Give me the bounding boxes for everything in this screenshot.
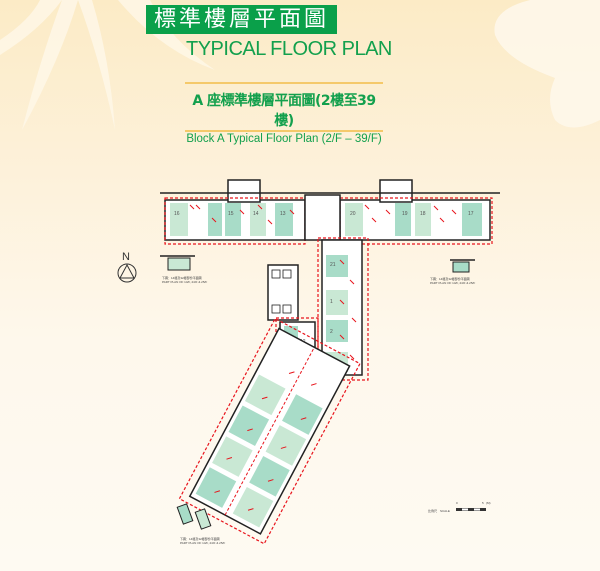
svg-text:比例尺: 比例尺 [428, 508, 437, 513]
part-plan-right: 下圖：14樓及32樓部份平面圖 PART PLAN OF 14/F, 24/F … [430, 259, 475, 285]
central-core [267, 194, 341, 321]
subtitle-chinese: A 座標準樓層平面圖(2樓至39樓) [192, 93, 376, 129]
north-compass-icon: N [117, 251, 137, 283]
unit-label: 16 [174, 211, 180, 217]
unit-label: 1 [330, 299, 333, 305]
unit-label: 20 [350, 211, 356, 217]
part-plan-zh: 下圖：14樓及32樓部份平面圖 [430, 276, 470, 281]
part-plan-en: PART PLAN OF 14/F, 24/F & 25/F [430, 281, 475, 285]
part-plan-left: 下圖：14樓及32樓部份平面圖 PART PLAN OF 14/F, 24/F … [160, 255, 207, 284]
diagonal-wing [178, 317, 361, 545]
subtitle-english: Block A Typical Floor Plan (2/F – 39/F) [186, 133, 382, 145]
part-plan-bottom: 下圖：14樓及32樓部份平面圖 PART PLAN OF 14/F, 24/F … [176, 503, 225, 545]
svg-text:0: 0 [456, 501, 458, 505]
subtitle-block: A 座標準樓層平面圖(2樓至39樓) Block A Typical Floor… [185, 82, 383, 145]
unit-label: 13 [280, 211, 286, 217]
unit-label: 2 [330, 329, 333, 335]
svg-text:SCALE: SCALE [440, 509, 450, 513]
scale-bar: 比例尺 SCALE 0 5 (M) [428, 501, 491, 513]
svg-text:(M): (M) [486, 501, 491, 505]
part-plan-en: PART PLAN OF 14/F, 24/F & 25/F [180, 541, 225, 545]
unit-label: 17 [468, 211, 474, 217]
page-title-chinese: 標準樓層平面圖 [146, 5, 338, 34]
part-plan-zh: 下圖：14樓及32樓部份平面圖 [162, 275, 202, 280]
svg-text:5: 5 [482, 501, 484, 505]
unit-label: 15 [228, 211, 234, 217]
part-plan-en: PART PLAN OF 14/F, 24/F & 25/F [162, 280, 207, 284]
page-title-english: TYPICAL FLOOR PLAN [186, 38, 392, 60]
unit-label: 14 [253, 211, 259, 217]
unit-label: 18 [420, 211, 426, 217]
east-wing: 21 1 2 3 [317, 237, 369, 381]
north-wing: 16 15 14 13 20 19 18 17 [160, 179, 500, 245]
unit-label: 21 [330, 262, 336, 268]
part-plan-zh: 下圖：14樓及32樓部份平面圖 [180, 536, 220, 541]
compass-label: N [122, 251, 130, 263]
unit-label: 19 [402, 211, 408, 217]
